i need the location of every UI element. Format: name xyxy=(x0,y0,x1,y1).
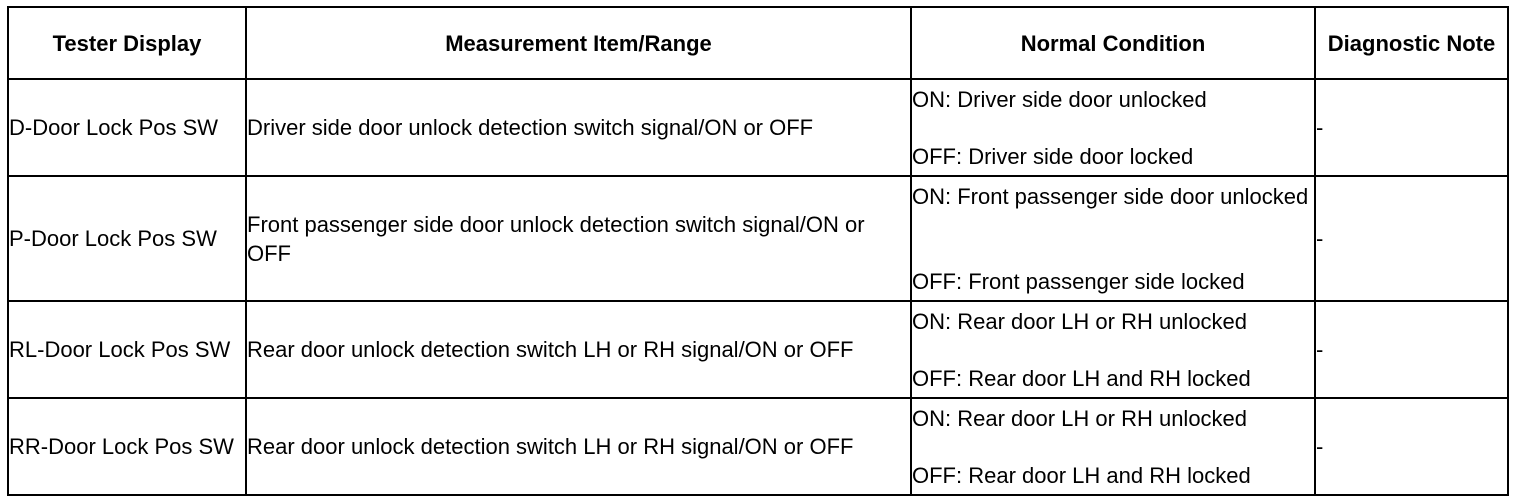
measurement-item-cell: Driver side door unlock detection switch… xyxy=(245,78,912,177)
diagnostic-note-cell: - xyxy=(1314,300,1509,399)
normal-condition-cell: ON: Rear door LH or RH unlocked OFF: Rea… xyxy=(910,397,1316,496)
tester-display-cell: RR-Door Lock Pos SW xyxy=(7,397,247,496)
tester-display-cell: P-Door Lock Pos SW xyxy=(7,175,247,302)
header-normal-condition: Normal Condition xyxy=(910,6,1316,80)
tester-display-cell: D-Door Lock Pos SW xyxy=(7,78,247,177)
header-diagnostic-note: Diagnostic Note xyxy=(1314,6,1509,80)
condition-off-text: OFF: Rear door LH and RH locked xyxy=(912,463,1251,488)
condition-on-text: ON: Rear door LH or RH unlocked xyxy=(912,406,1248,431)
table-row: P-Door Lock Pos SW Front passenger side … xyxy=(7,175,1509,302)
diagnostic-note-cell: - xyxy=(1314,78,1509,177)
diagnostic-note-cell: - xyxy=(1314,397,1509,496)
header-measurement-item: Measurement Item/Range xyxy=(245,6,912,80)
table-row: RR-Door Lock Pos SW Rear door unlock det… xyxy=(7,397,1509,496)
table-row: D-Door Lock Pos SW Driver side door unlo… xyxy=(7,78,1509,177)
condition-on-text: ON: Front passenger side door unlocked xyxy=(912,184,1309,209)
normal-condition-cell: ON: Driver side door unlocked OFF: Drive… xyxy=(910,78,1316,177)
normal-condition-cell: ON: Front passenger side door unlocked O… xyxy=(910,175,1316,302)
header-row: Tester Display Measurement Item/Range No… xyxy=(7,6,1509,80)
table-row: RL-Door Lock Pos SW Rear door unlock det… xyxy=(7,300,1509,399)
diagnostic-note-cell: - xyxy=(1314,175,1509,302)
condition-on-text: ON: Driver side door unlocked xyxy=(912,87,1207,112)
condition-off-text: OFF: Driver side door locked xyxy=(912,144,1194,169)
data-list-table: Tester Display Measurement Item/Range No… xyxy=(7,6,1509,496)
measurement-item-cell: Rear door unlock detection switch LH or … xyxy=(245,397,912,496)
header-tester-display: Tester Display xyxy=(7,6,247,80)
condition-on-text: ON: Rear door LH or RH unlocked xyxy=(912,309,1248,334)
measurement-item-cell: Rear door unlock detection switch LH or … xyxy=(245,300,912,399)
tester-display-cell: RL-Door Lock Pos SW xyxy=(7,300,247,399)
measurement-item-cell: Front passenger side door unlock detecti… xyxy=(245,175,912,302)
normal-condition-cell: ON: Rear door LH or RH unlocked OFF: Rea… xyxy=(910,300,1316,399)
condition-off-text: OFF: Front passenger side locked xyxy=(912,269,1245,294)
condition-off-text: OFF: Rear door LH and RH locked xyxy=(912,366,1251,391)
